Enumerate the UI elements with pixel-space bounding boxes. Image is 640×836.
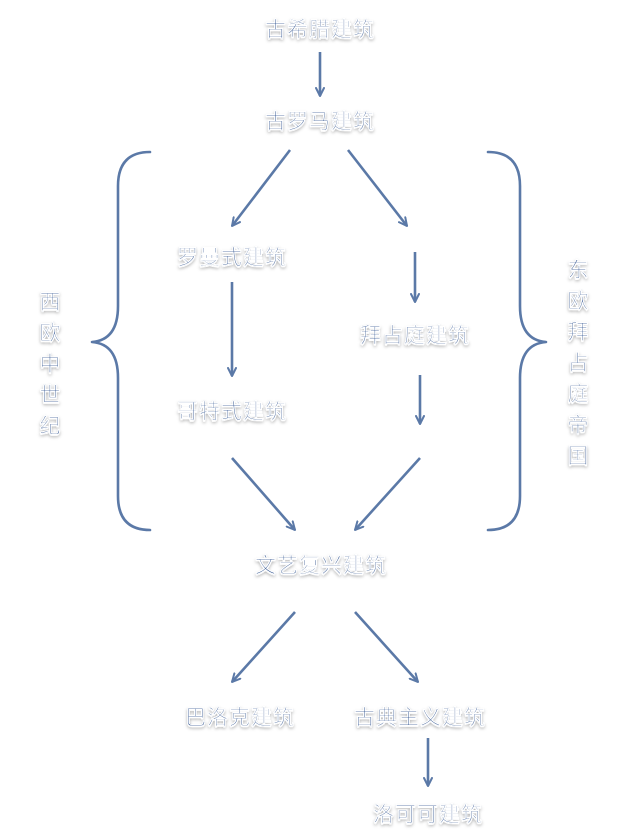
node-rococo: 洛可可建筑 [373,802,483,827]
node-romanesque: 罗曼式建筑 [177,245,287,270]
node-classicism: 古典主义建筑 [354,705,486,730]
node-gothic: 哥特式建筑 [177,399,287,424]
connectors [227,52,433,787]
group-label-eastern-byzantine: 东欧拜占庭帝国 [567,258,589,468]
arrow-gothic-to-renaissance [231,457,296,531]
arrow-renaissance-to-classicism [354,611,419,683]
arrow-byzantine-to-renaissance [354,457,421,531]
node-ancient-roman: 古罗马建筑 [265,109,375,134]
node-byzantine: 拜占庭建筑 [360,323,470,348]
right-curly-brace [486,150,548,532]
node-renaissance: 文艺复兴建筑 [255,553,387,578]
arrow-roman-to-romanesque [230,149,292,227]
group-label-western-medieval: 西欧中世纪 [39,290,61,438]
arrow-roman-to-byzantine-branch [346,149,409,227]
node-baroque: 巴洛克建筑 [185,705,295,730]
node-ancient-greek: 古希腊建筑 [265,17,375,42]
left-curly-brace [90,150,152,532]
arrow-renaissance-to-baroque [231,611,296,683]
